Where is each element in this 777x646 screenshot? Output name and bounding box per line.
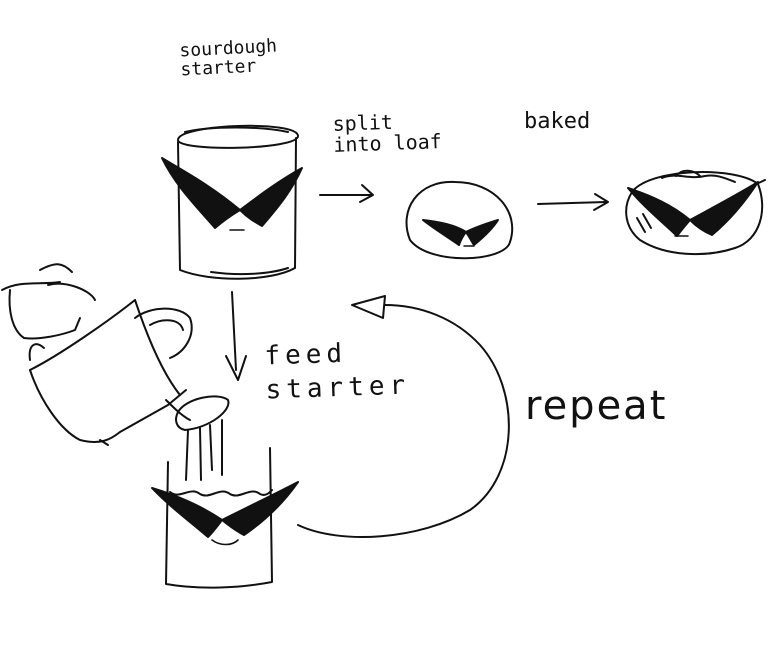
- sunglasses-icon: [422, 219, 499, 246]
- sunglasses-icon: [151, 481, 299, 538]
- repeat-arrow: [297, 295, 510, 538]
- pour-stream: [165, 395, 230, 481]
- starter-jar-icon: [161, 124, 303, 280]
- label-baked: baked: [524, 109, 591, 134]
- label-feed-starter: feed starter: [263, 338, 411, 406]
- loaf-icon: [405, 180, 514, 260]
- pitcher-icon: [1, 263, 193, 446]
- fed-jar-icon: [151, 447, 299, 589]
- sunglasses-icon: [161, 157, 303, 229]
- baked-loaf-icon: [625, 169, 766, 256]
- arrow-to-baked: [537, 193, 609, 211]
- label-repeat: repeat: [525, 383, 668, 429]
- label-split-into-loaf: split into loaf: [332, 109, 443, 157]
- arrow-to-feed: [225, 291, 247, 381]
- sunglasses-icon: [627, 181, 759, 237]
- label-sourdough-starter: sourdough starter: [178, 35, 278, 81]
- arrow-to-loaf: [319, 184, 374, 203]
